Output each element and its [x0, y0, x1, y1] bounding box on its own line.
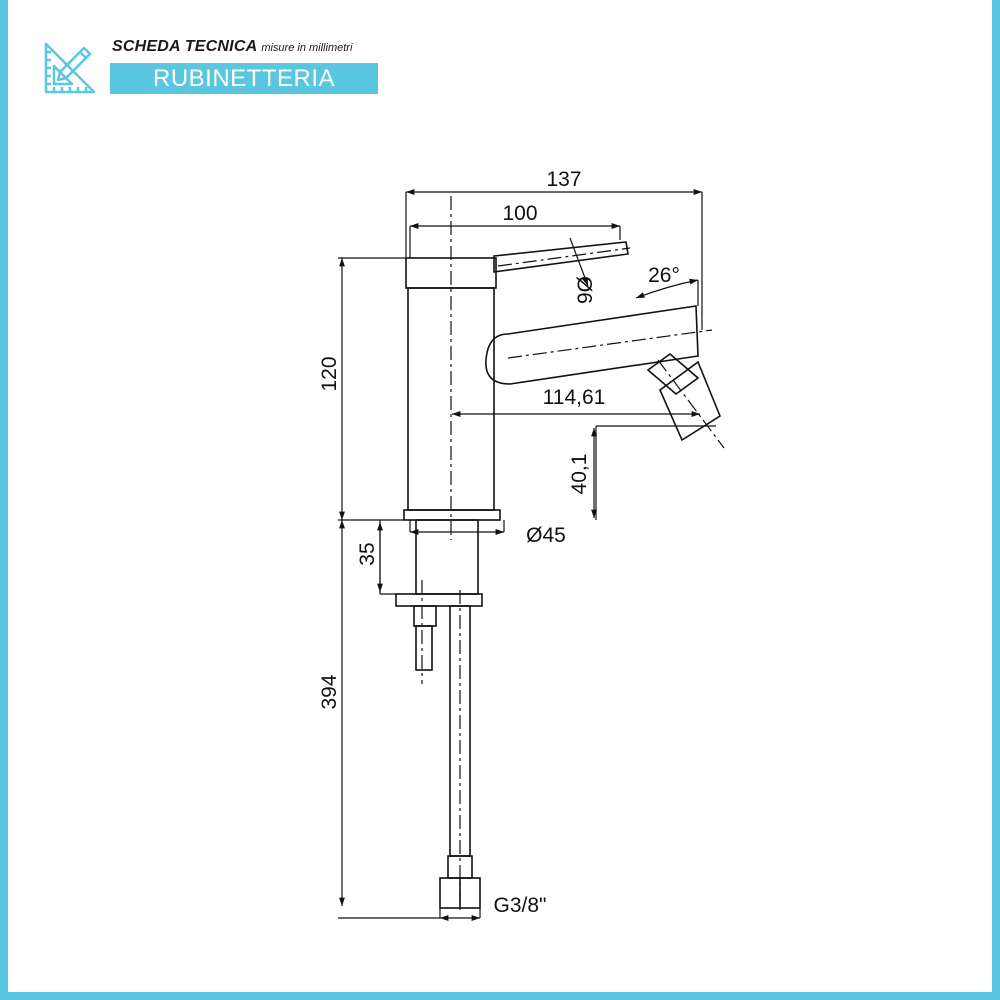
aerator — [659, 360, 721, 442]
dimension-lines — [338, 189, 716, 921]
faucet-technical-drawing: 137 100 9Ø 26° 120 114,61 40,1 Ø45 35 39… — [318, 168, 725, 921]
units-label: misure in millimetri — [261, 42, 353, 54]
dim-g3-8: G3/8" — [494, 894, 547, 917]
dim-26deg: 26° — [648, 264, 680, 287]
fixing-stud — [415, 625, 433, 671]
dim-35: 35 — [356, 542, 379, 565]
dim-120: 120 — [318, 356, 341, 391]
lever-axis — [497, 247, 631, 267]
dim-114-61: 114,61 — [543, 386, 606, 409]
dim-arc-26 — [635, 278, 699, 299]
fixing-plate — [395, 593, 483, 607]
threaded-shank — [415, 519, 479, 595]
spout — [485, 305, 699, 385]
lever-handle — [493, 241, 629, 273]
aerator-axis — [657, 359, 725, 449]
base-ring — [403, 509, 501, 521]
dim-137: 137 — [546, 168, 581, 191]
dim-d45: Ø45 — [526, 524, 566, 547]
ruler-pencil-icon — [44, 42, 96, 94]
category-banner: RUBINETTERIA — [110, 63, 378, 94]
fixing-nut — [413, 605, 437, 627]
dim-100: 100 — [502, 202, 537, 225]
center-lines — [421, 196, 725, 910]
dim-40-1: 40,1 — [568, 454, 591, 495]
faucet-outline — [395, 241, 721, 909]
dim-lever-diameter: 9Ø — [574, 276, 597, 304]
dim-line-lever-diameter — [569, 237, 589, 287]
dim-394: 394 — [318, 674, 341, 709]
scheda-tecnica-label: SCHEDA TECNICA — [112, 38, 258, 55]
spout-axis — [507, 329, 713, 359]
